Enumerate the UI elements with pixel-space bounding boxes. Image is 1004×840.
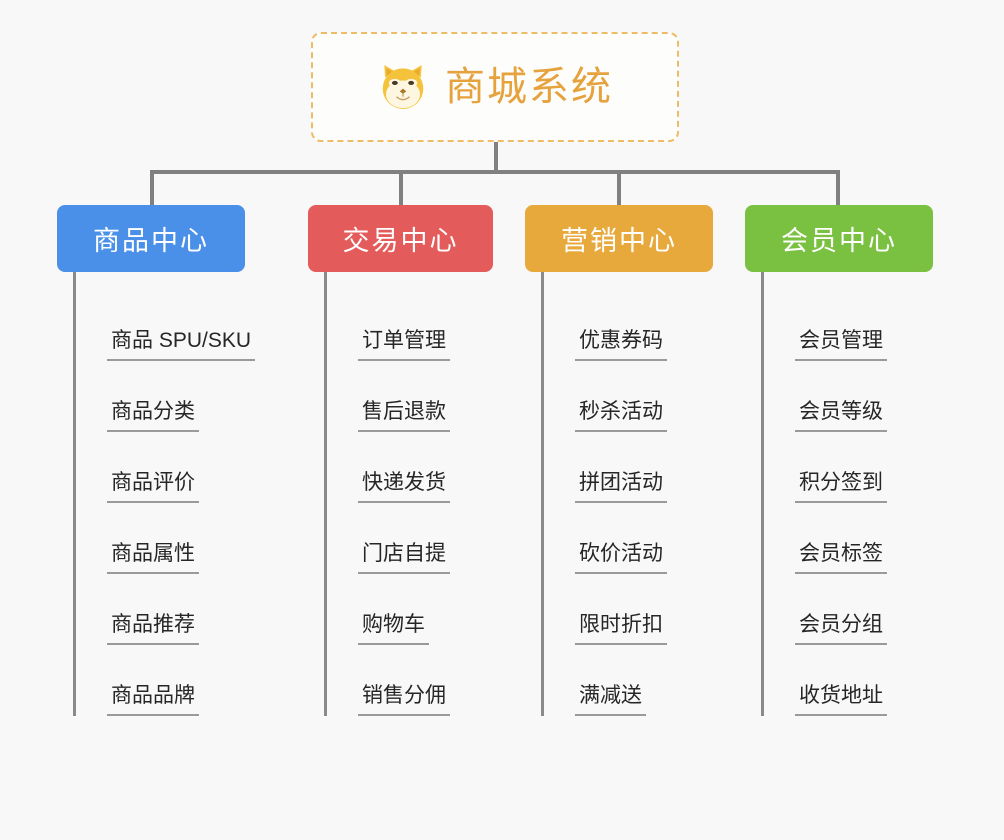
list-item-label: 门店自提: [358, 541, 450, 574]
list-item[interactable]: 满减送: [544, 645, 713, 716]
list-item[interactable]: 会员等级: [764, 361, 933, 432]
category-item-list: 商品 SPU/SKU 商品分类 商品评价 商品属性 商品推荐 商品品牌: [73, 272, 256, 716]
list-item-label: 商品品牌: [107, 683, 199, 716]
list-item-label: 秒杀活动: [575, 399, 667, 432]
list-item[interactable]: 购物车: [327, 574, 493, 645]
list-item[interactable]: 收货地址: [764, 645, 933, 716]
list-item[interactable]: 商品分类: [76, 361, 245, 432]
list-item[interactable]: 会员标签: [764, 503, 933, 574]
category-label: 会员中心: [781, 226, 897, 256]
connector-drop-3: [836, 170, 840, 207]
list-item-label: 售后退款: [358, 399, 450, 432]
connector-drop-2: [617, 170, 621, 207]
list-item[interactable]: 商品属性: [76, 503, 245, 574]
list-item[interactable]: 积分签到: [764, 432, 933, 503]
connector-drop-0: [150, 170, 154, 207]
list-item[interactable]: 拼团活动: [544, 432, 713, 503]
list-item-label: 商品分类: [107, 399, 199, 432]
shiba-dog-icon: [382, 65, 424, 109]
list-item-label: 优惠券码: [575, 328, 667, 361]
list-item[interactable]: 售后退款: [327, 361, 493, 432]
list-item[interactable]: 限时折扣: [544, 574, 713, 645]
list-item-label: 订单管理: [358, 328, 450, 361]
root-node[interactable]: 商城系统: [311, 32, 679, 142]
category-column-member: 会员中心 会员管理 会员等级 积分签到 会员标签 会员分组 收货地址: [745, 205, 933, 716]
list-item[interactable]: 商品评价: [76, 432, 245, 503]
category-header-marketing[interactable]: 营销中心: [525, 205, 713, 272]
list-item-label: 商品属性: [107, 541, 199, 574]
root-title: 商城系统: [445, 65, 613, 109]
connector-drop-1: [399, 170, 403, 207]
list-item[interactable]: 快递发货: [327, 432, 493, 503]
list-item[interactable]: 销售分佣: [327, 645, 493, 716]
list-item-label: 积分签到: [795, 470, 887, 503]
list-item-label: 会员等级: [795, 399, 887, 432]
category-item-list: 订单管理 售后退款 快递发货 门店自提 购物车 销售分佣: [324, 272, 493, 716]
category-item-list: 会员管理 会员等级 积分签到 会员标签 会员分组 收货地址: [761, 272, 933, 716]
list-item-label: 拼团活动: [575, 470, 667, 503]
connector-horizontal-bus: [150, 170, 840, 174]
list-item[interactable]: 会员分组: [764, 574, 933, 645]
list-item-label: 会员分组: [795, 612, 887, 645]
category-column-product: 商品中心 商品 SPU/SKU 商品分类 商品评价 商品属性 商品推荐 商品品牌: [57, 205, 256, 716]
list-item-label: 商品推荐: [107, 612, 199, 645]
list-item[interactable]: 商品 SPU/SKU: [76, 290, 256, 361]
category-header-product[interactable]: 商品中心: [57, 205, 245, 272]
list-item-label: 会员标签: [795, 541, 887, 574]
category-label: 交易中心: [342, 226, 459, 256]
list-item[interactable]: 会员管理: [764, 290, 933, 361]
list-item-label: 商品 SPU/SKU: [107, 328, 256, 361]
list-item-label: 快递发货: [358, 470, 450, 503]
list-item[interactable]: 砍价活动: [544, 503, 713, 574]
list-item-label: 商品评价: [107, 470, 199, 503]
connector-root-stem: [494, 142, 498, 173]
list-item-label: 满减送: [575, 683, 646, 716]
list-item[interactable]: 订单管理: [327, 290, 493, 361]
list-item[interactable]: 门店自提: [327, 503, 493, 574]
list-item[interactable]: 秒杀活动: [544, 361, 713, 432]
category-label: 营销中心: [561, 226, 677, 256]
list-item-label: 收货地址: [795, 683, 887, 716]
category-item-list: 优惠券码 秒杀活动 拼团活动 砍价活动 限时折扣 满减送: [541, 272, 713, 716]
list-item[interactable]: 商品品牌: [76, 645, 245, 716]
list-item-label: 限时折扣: [575, 612, 667, 645]
category-header-member[interactable]: 会员中心: [745, 205, 933, 272]
list-item-label: 砍价活动: [575, 541, 667, 574]
category-column-marketing: 营销中心 优惠券码 秒杀活动 拼团活动 砍价活动 限时折扣 满减送: [525, 205, 713, 716]
category-label: 商品中心: [93, 226, 209, 256]
list-item[interactable]: 优惠券码: [544, 290, 713, 361]
category-column-trade: 交易中心 订单管理 售后退款 快递发货 门店自提 购物车 销售分佣: [308, 205, 493, 716]
category-header-trade[interactable]: 交易中心: [308, 205, 493, 272]
list-item-label: 购物车: [358, 612, 429, 645]
list-item[interactable]: 商品推荐: [76, 574, 245, 645]
list-item-label: 销售分佣: [358, 683, 450, 716]
list-item-label: 会员管理: [795, 328, 887, 361]
